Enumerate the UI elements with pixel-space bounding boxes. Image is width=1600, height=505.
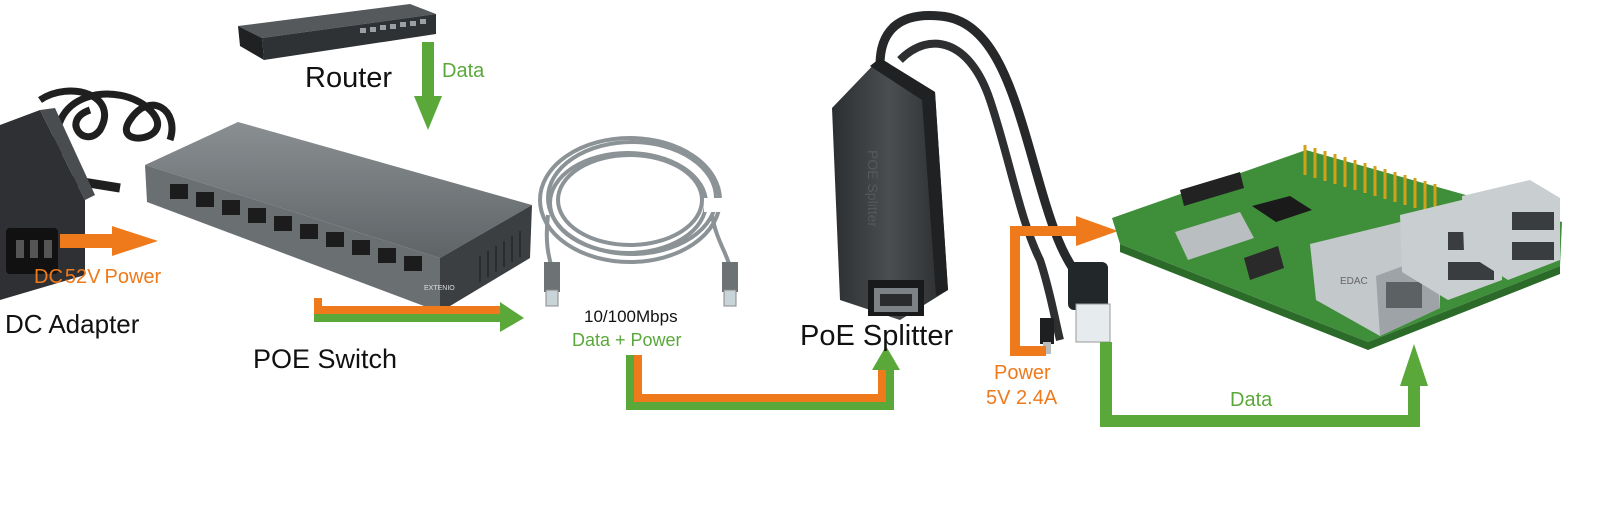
poe-switch-icon: EXTENIO [145,122,532,312]
pi-data-arrow [1100,342,1428,427]
splitter-cable-ends [1040,262,1111,354]
data-power-label: Data + Power [572,330,682,350]
dc-adapter-label: DC Adapter [5,309,140,339]
router-icon [238,4,436,60]
poe-splitter-label: PoE Splitter [800,320,954,352]
splitter-power-label: Power [994,362,1051,384]
switch-brand: EXTENIO [424,285,455,292]
power-adapter-icon [0,87,176,300]
router-data-label: Data [442,60,485,82]
router-data-arrow [414,42,442,130]
switch-output-arrow [314,298,524,332]
dc-power: Power [104,266,162,288]
poe-switch-label: POE Switch [253,344,398,374]
poe-splitter-icon: POE Splitter [832,10,1094,341]
cable-to-splitter-arrow [626,346,900,410]
speed-label: 10/100Mbps [584,307,678,326]
pi-data-label: Data [1230,389,1273,411]
splitter-body-text: POE Splitter [865,150,881,227]
switch-ports [170,184,422,271]
dc-voltage: 52V [64,266,101,288]
dc-power-arrow [60,226,158,256]
router-label: Router [305,62,393,94]
ethernet-cable-icon [538,136,732,269]
board-chip-label: EDAC [1340,276,1368,287]
splitter-spec-label: 5V 2.4A [986,387,1058,409]
splitter-power-arrow [1010,216,1118,356]
dc-prefix: DC [34,266,63,288]
raspberry-pi-board-icon: EDAC [1112,145,1562,350]
rj45-plugs [544,198,738,307]
